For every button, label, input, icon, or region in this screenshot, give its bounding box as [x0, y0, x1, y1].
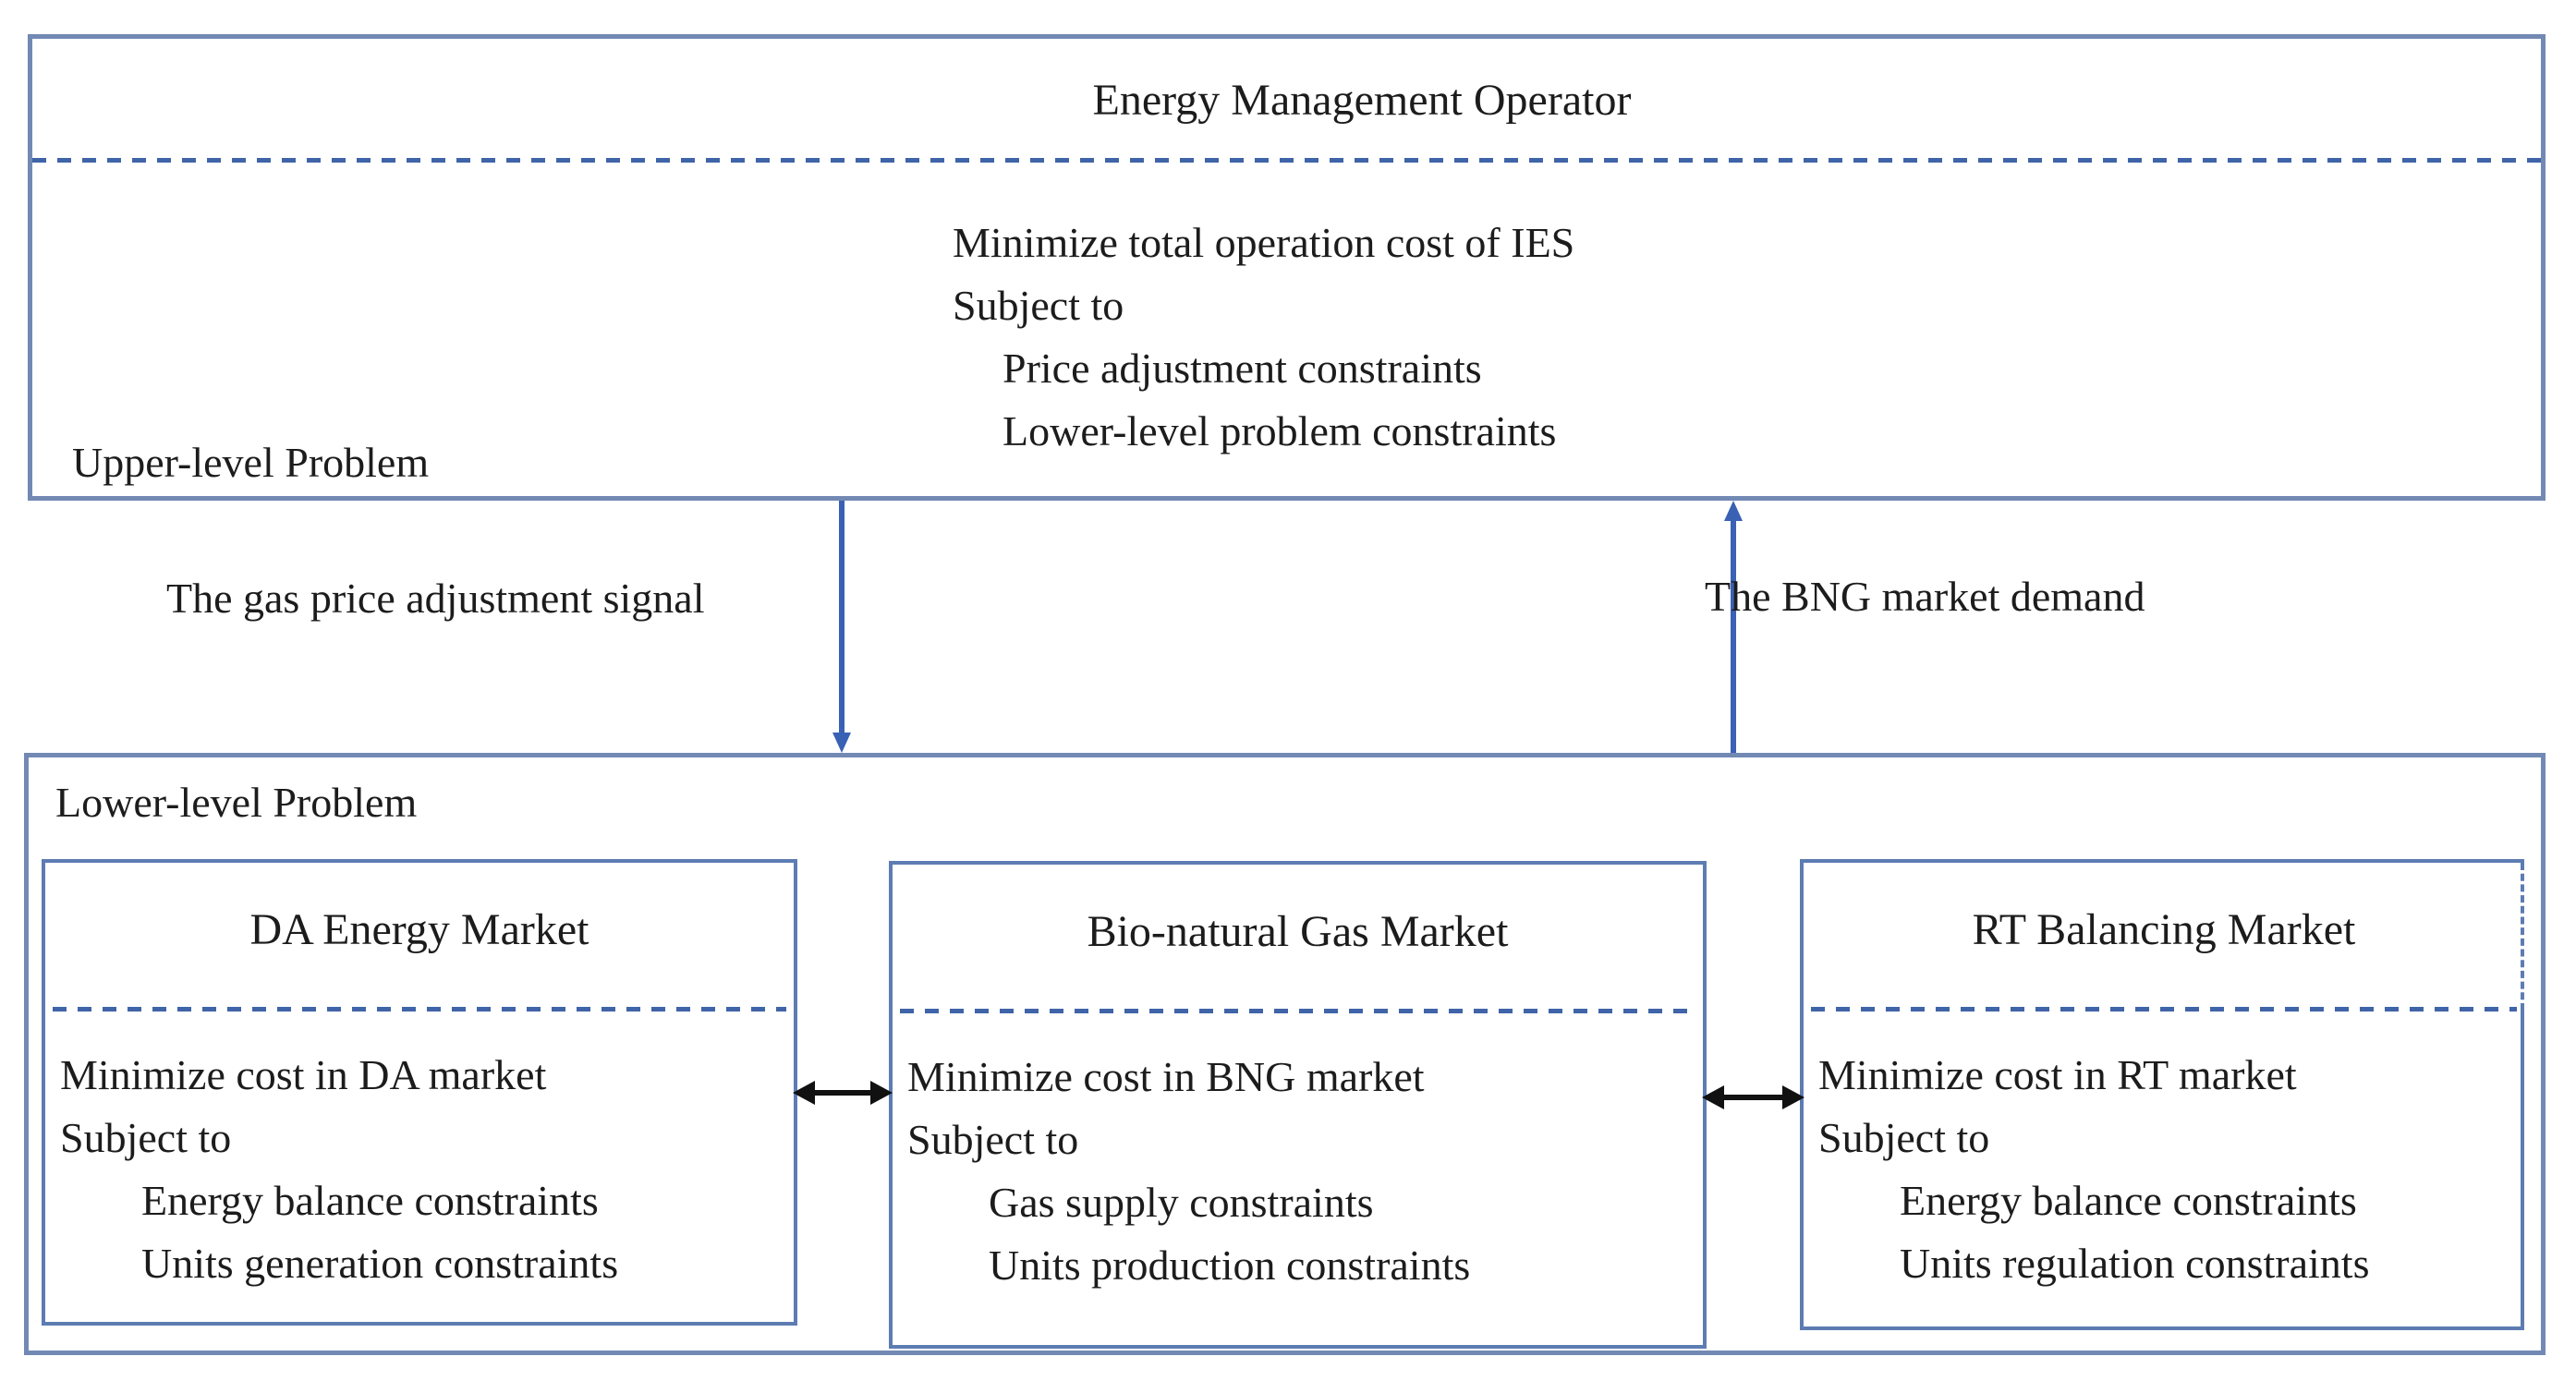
- market-body: Minimize cost in BNG market Subject to G…: [907, 1046, 1470, 1297]
- arrow-shaft: [839, 501, 844, 738]
- market-title: Bio-natural Gas Market: [1087, 907, 1509, 956]
- bng-demand-label: The BNG market demand: [1705, 573, 2145, 620]
- market-body-line: Units generation constraints: [141, 1240, 619, 1287]
- upper-level-problem-label: Upper-level Problem: [72, 439, 430, 486]
- arrow-head-left-icon: [793, 1081, 815, 1105]
- lower-level-problem-label: Lower-level Problem: [55, 779, 418, 826]
- market-body-line: Minimize cost in BNG market: [907, 1053, 1425, 1100]
- gas-price-signal-label: The gas price adjustment signal: [166, 575, 705, 622]
- arrow-head-left-icon: [1702, 1085, 1724, 1109]
- upper-body-line: Subject to: [953, 282, 1124, 329]
- market-body-line: Subject to: [60, 1114, 232, 1161]
- market-body-line: Subject to: [1818, 1114, 1990, 1161]
- upper-objective-text: Minimize total operation cost of IES Sub…: [953, 212, 1574, 463]
- market-title: DA Energy Market: [249, 905, 589, 954]
- rt-box-solid-right-edge: [2521, 1011, 2524, 1326]
- arrow-head-right-icon: [1782, 1085, 1804, 1109]
- rt-box-dashed-right-edge: [2521, 863, 2524, 1011]
- market-body-line: Units regulation constraints: [1900, 1240, 2370, 1287]
- market-box-da-energy: DA Energy Market Minimize cost in DA mar…: [42, 859, 797, 1326]
- market-body: Minimize cost in RT market Subject to En…: [1818, 1044, 2369, 1295]
- lower-level-problem-box: Lower-level Problem DA Energy Market Min…: [24, 753, 2546, 1355]
- market-body-line: Energy balance constraints: [141, 1177, 599, 1224]
- arrow-shaft: [1731, 515, 1736, 753]
- market-title: RT Balancing Market: [1972, 905, 2356, 954]
- arrow-head-right-icon: [870, 1081, 893, 1105]
- market-box-rt-balancing: RT Balancing Market Minimize cost in RT …: [1800, 859, 2524, 1330]
- upper-divider-line: [32, 158, 2541, 163]
- market-box-bio-natural-gas: Bio-natural Gas Market Minimize cost in …: [889, 861, 1707, 1349]
- arrow-head-up-icon: [1724, 501, 1743, 521]
- arrow-shaft: [806, 1090, 880, 1096]
- upper-level-problem-box: Energy Management Operator Minimize tota…: [28, 34, 2546, 501]
- market-divider-line: [53, 1007, 786, 1011]
- gas-price-signal-down-arrow: [832, 501, 851, 753]
- da-bng-exchange-arrow: [793, 1078, 893, 1108]
- market-divider-line: [900, 1009, 1695, 1013]
- arrow-head-down-icon: [832, 733, 851, 753]
- market-body-line: Gas supply constraints: [989, 1179, 1374, 1226]
- upper-body-line: Lower-level problem constraints: [1002, 407, 1557, 454]
- market-body: Minimize cost in DA market Subject to En…: [60, 1044, 618, 1295]
- upper-body-line: Minimize total operation cost of IES: [953, 219, 1575, 266]
- upper-body-line: Price adjustment constraints: [1002, 345, 1482, 392]
- arrow-shaft: [1715, 1095, 1792, 1100]
- market-divider-line: [1811, 1007, 2517, 1011]
- market-body-line: Minimize cost in DA market: [60, 1051, 547, 1098]
- market-body-line: Energy balance constraints: [1900, 1177, 2357, 1224]
- bng-demand-up-arrow: [1724, 501, 1743, 753]
- market-body-line: Subject to: [907, 1116, 1079, 1163]
- market-body-line: Minimize cost in RT market: [1818, 1051, 2297, 1098]
- market-body-line: Units production constraints: [989, 1242, 1471, 1289]
- upper-box-title: Energy Management Operator: [1092, 76, 1632, 125]
- bng-rt-exchange-arrow: [1702, 1083, 1804, 1112]
